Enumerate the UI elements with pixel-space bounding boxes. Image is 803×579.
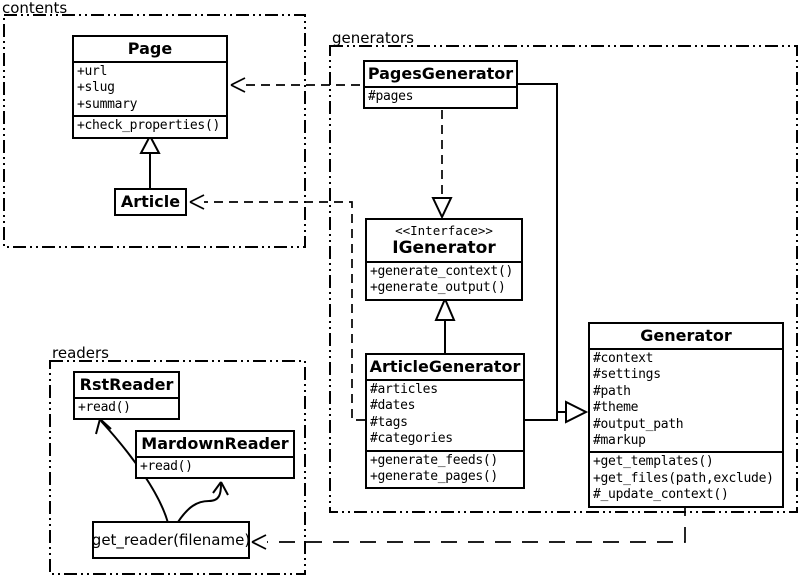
class-article-title: Article: [120, 192, 181, 211]
class-mardownreader-title: MardownReader: [137, 432, 293, 458]
package-generators-border: [329, 45, 798, 513]
interface-stereotype: <<Interface>>: [395, 223, 493, 238]
attribute: #context: [593, 351, 654, 366]
class-mardownreader-methods: +read(): [137, 458, 293, 477]
package-label-contents: contents: [2, 0, 68, 17]
class-page-title: Page: [74, 37, 226, 63]
package-contents-border: [3, 14, 306, 248]
open-arrowhead-page: [230, 77, 246, 93]
attribute: #markup: [593, 433, 646, 449]
class-igenerator-methods: +generate_context() +generate_output(): [367, 263, 521, 299]
class-igenerator-title: IGenerator: [392, 238, 496, 258]
open-arrowhead-rstreader: [95, 418, 112, 435]
class-articlegenerator-title: ArticleGenerator: [367, 355, 523, 381]
inheritance-triangle-page: [139, 133, 161, 154]
attribute: #articles: [370, 382, 438, 397]
class-articlegenerator-attributes: #articles #dates #tags #categories: [367, 381, 523, 450]
method: +generate_output(): [370, 280, 506, 296]
class-generator: Generator #context #settings #path #them…: [588, 322, 784, 508]
package-readers-border: [49, 360, 306, 575]
attribute: #output_path: [593, 416, 684, 432]
open-arrowhead-article: [189, 194, 205, 210]
class-rstreader: RstReader +read(): [73, 371, 180, 421]
inheritance-triangle-igenerator-top: [431, 197, 453, 220]
method: +read(): [140, 459, 193, 474]
class-page-methods: +check_properties(): [74, 115, 226, 136]
class-rstreader-title: RstReader: [75, 373, 178, 399]
class-generator-methods: +get_templates() +get_files(path,exclude…: [590, 451, 782, 505]
open-arrowhead-getreader: [251, 534, 267, 550]
method: +generate_pages(): [370, 469, 498, 485]
attribute: #dates: [370, 398, 416, 414]
class-igenerator: <<Interface>> IGenerator +generate_conte…: [365, 218, 523, 301]
class-articlegenerator-methods: +generate_feeds() +generate_pages(): [367, 449, 523, 488]
edge-articlegenerator-to-article: [204, 201, 365, 421]
class-rstreader-methods: +read(): [75, 399, 178, 418]
attribute: +url: [77, 64, 108, 79]
class-generator-title: Generator: [590, 324, 782, 350]
method: +check_properties(): [77, 118, 221, 134]
inheritance-triangle-igenerator-bottom: [434, 296, 456, 321]
method: #_update_context(): [593, 487, 729, 503]
method: +get_files(path,exclude): [593, 470, 774, 486]
class-page-attributes: +url +slug +summary: [74, 63, 226, 115]
class-pagesgenerator: PagesGenerator #pages: [363, 60, 518, 110]
attribute: #settings: [593, 367, 661, 383]
method: +generate_context(): [370, 264, 514, 279]
edge-pagesgenerator-to-generator: [518, 83, 566, 413]
attribute: #path: [593, 383, 631, 399]
method: +get_templates(): [593, 454, 714, 470]
package-label-generators: generators: [332, 29, 414, 47]
class-pagesgenerator-attributes: #pages: [365, 88, 516, 107]
attribute: #theme: [593, 400, 639, 416]
package-label-readers: readers: [52, 344, 109, 362]
attribute: #tags: [370, 414, 408, 430]
class-mardownreader: MardownReader +read(): [135, 430, 295, 480]
attribute: +slug: [77, 80, 115, 96]
open-arrowhead-mardownreader: [212, 481, 229, 496]
method: +generate_feeds(): [370, 452, 498, 468]
class-generator-attributes: #context #settings #path #theme #output_…: [590, 350, 782, 451]
attribute: +summary: [77, 96, 138, 112]
edge-getreader-to-mardownreader: [177, 483, 222, 523]
inheritance-triangle-generator: [565, 400, 589, 424]
class-pagesgenerator-title: PagesGenerator: [365, 62, 516, 88]
attribute: #pages: [368, 89, 414, 104]
attribute: #categories: [370, 431, 453, 447]
class-articlegenerator: ArticleGenerator #articles #dates #tags …: [365, 353, 525, 490]
method: +read(): [78, 400, 131, 415]
edge-generator-to-getreader: [267, 500, 686, 543]
class-page: Page +url +slug +summary +check_properti…: [72, 35, 228, 139]
node-get-reader: get_reader(filename): [92, 521, 250, 559]
class-igenerator-header: <<Interface>> IGenerator: [367, 220, 521, 263]
class-article: Article: [114, 188, 187, 216]
node-get-reader-label: get_reader(filename): [91, 531, 251, 549]
edge-articlegenerator-to-generator: [525, 412, 558, 421]
